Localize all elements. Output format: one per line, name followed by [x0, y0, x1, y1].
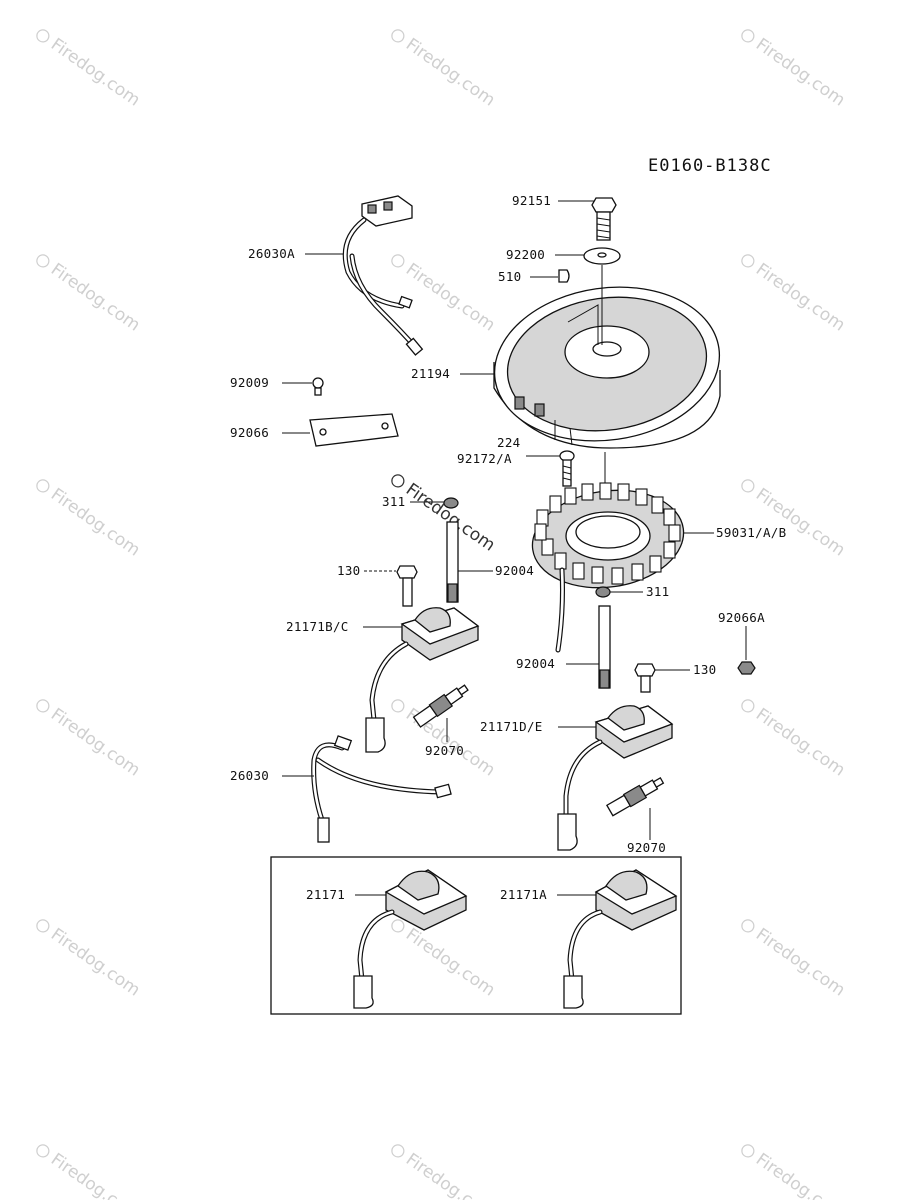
- label-92200: 92200: [506, 247, 545, 262]
- harness-26030: [311, 735, 452, 843]
- watermark: Firedog.com: [752, 925, 849, 1001]
- watermark: Firedog.com: [752, 260, 849, 336]
- ignition-coil-21171A: [563, 869, 678, 1009]
- watermark: Firedog.com: [47, 925, 144, 1001]
- label-92009: 92009: [230, 375, 269, 390]
- label-130-left: 130: [337, 563, 360, 578]
- watermark: Firedog.com: [47, 1150, 144, 1200]
- label-92066A: 92066A: [718, 610, 765, 625]
- label-92066: 92066: [230, 425, 269, 440]
- watermark: Firedog.com: [47, 705, 144, 781]
- diagram-code: E0160-B138C: [648, 156, 772, 176]
- ignition-coil-21171DE: [557, 705, 674, 851]
- label-21171: 21171: [306, 887, 345, 902]
- watermark: Firedog.com: [402, 925, 499, 1001]
- label-21171DE: 21171D/E: [480, 719, 543, 734]
- bolt-92009: [312, 377, 324, 396]
- flywheel-21194: [493, 265, 721, 449]
- label-130-right: 130: [693, 662, 716, 677]
- stud-92004-right: [598, 605, 611, 689]
- bolt-130-right: [634, 663, 656, 693]
- watermark-overlay: Firedog.com: [391, 474, 499, 556]
- bolt-92172A: [559, 450, 575, 487]
- label-92004-left: 92004: [495, 563, 534, 578]
- label-311-right: 311: [646, 584, 669, 599]
- label-510: 510: [498, 269, 521, 284]
- spark-plug-92070-left: [412, 684, 469, 728]
- harness-26030A: [342, 195, 424, 356]
- bolt-130-left: [396, 565, 418, 607]
- label-92172A: 92172/A: [457, 451, 512, 466]
- key-510: [558, 269, 570, 283]
- label-21171BC: 21171B/C: [286, 619, 349, 634]
- watermark: Firedog.com: [47, 35, 144, 111]
- watermark: Firedog.com: [752, 485, 849, 561]
- nut-92066A: [737, 661, 756, 675]
- ignition-coil-21171: [353, 869, 468, 1009]
- watermark: Firedog.com: [402, 35, 499, 111]
- watermark: Firedog.com: [402, 1150, 499, 1200]
- nut-311-left: [443, 497, 459, 509]
- nut-311-right: [595, 586, 611, 598]
- label-21171A: 21171A: [500, 887, 547, 902]
- watermark: Firedog.com: [47, 485, 144, 561]
- washer-92200: [583, 247, 621, 265]
- watermark: Firedog.com: [47, 260, 144, 336]
- label-92004-right: 92004: [516, 656, 555, 671]
- spark-plug-92070-right: [605, 777, 665, 817]
- watermark: Firedog.com: [752, 705, 849, 781]
- label-92070-right: 92070: [627, 840, 666, 855]
- label-92070-left: 92070: [425, 743, 464, 758]
- watermark: Firedog.com: [402, 260, 499, 336]
- label-59031: 59031/A/B: [716, 525, 786, 540]
- watermark: Firedog.com: [752, 1150, 849, 1200]
- label-26030A: 26030A: [248, 246, 295, 261]
- watermark: Firedog.com: [752, 35, 849, 111]
- label-92151: 92151: [512, 193, 551, 208]
- label-26030: 26030: [230, 768, 269, 783]
- label-21194: 21194: [411, 366, 450, 381]
- bolt-92151: [591, 197, 617, 241]
- plate-92066: [309, 413, 399, 447]
- ignition-coil-21171BC: [365, 607, 480, 753]
- inset-box: [270, 856, 682, 1015]
- stator-59031: [531, 482, 685, 653]
- label-224: 224: [497, 435, 520, 450]
- label-311-left: 311: [382, 494, 405, 509]
- stud-92004-left: [446, 521, 459, 603]
